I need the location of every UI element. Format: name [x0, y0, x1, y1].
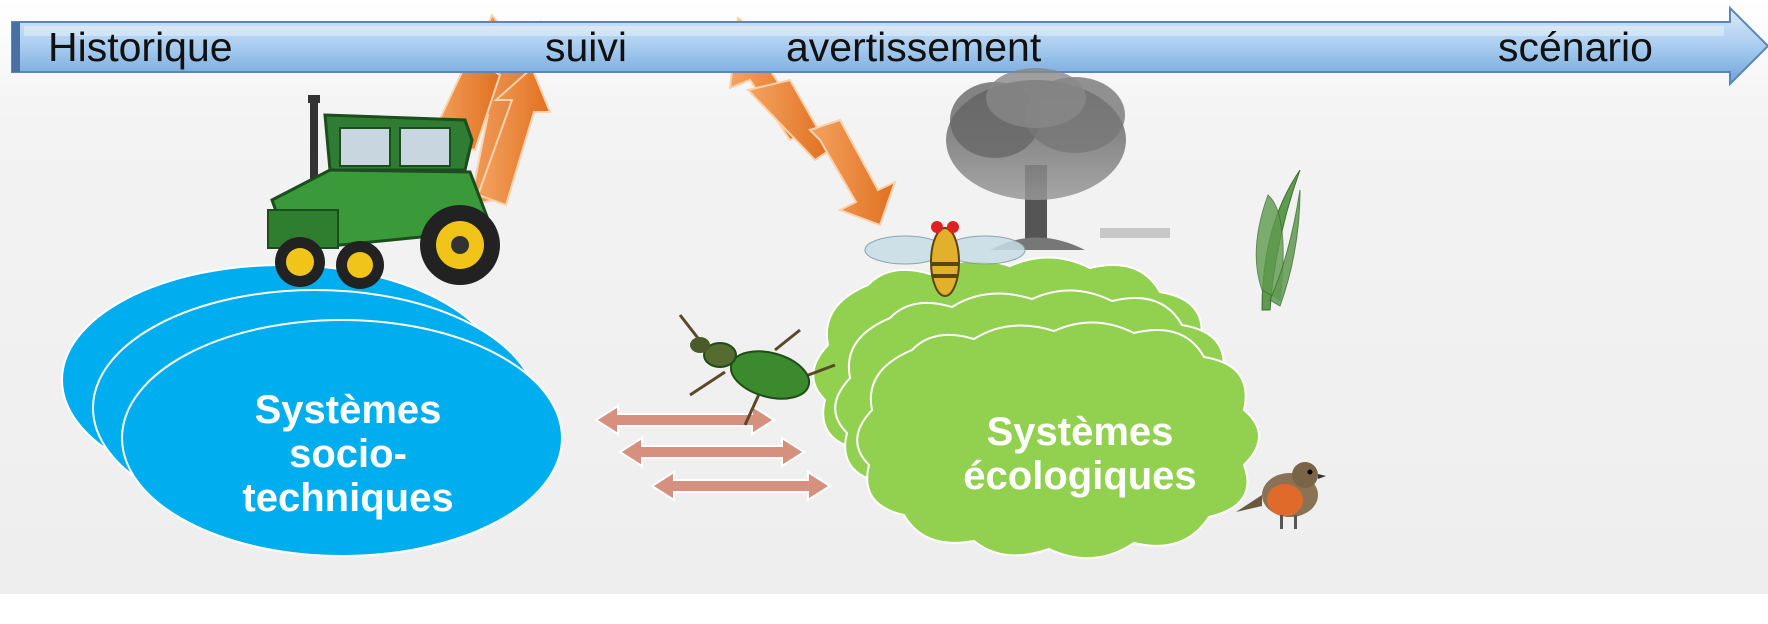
fern-icon: [1255, 169, 1301, 311]
exchange-arrows: [594, 404, 832, 502]
diagram-canvas: Historique suivi avertissement scénario …: [0, 0, 1768, 594]
tree-icon: [946, 68, 1170, 250]
fly-icon: [864, 221, 1026, 297]
ecological-system-label: Systèmes écologiques: [963, 410, 1197, 498]
socio-technical-system-shape: [61, 264, 563, 557]
timeline-label-scenario: scénario: [1498, 24, 1653, 70]
tractor-icon: [267, 95, 500, 289]
timeline-label-historique: Historique: [48, 24, 233, 70]
timeline-label-suivi: suivi: [545, 24, 628, 70]
exchange-arrow-3: [650, 470, 832, 502]
diagram-shapes: [11, 5, 1768, 560]
robin-icon: [1236, 462, 1326, 529]
exchange-arrow-1: [594, 404, 776, 436]
socio-technical-system-label: Systèmes socio-techniques: [242, 388, 454, 520]
timeline-arrow: [11, 5, 1768, 87]
timeline-label-avertissement: avertissement: [786, 24, 1042, 70]
ecological-system-shape: [812, 256, 1260, 560]
exchange-arrow-2: [618, 436, 806, 468]
beetle-icon: [678, 314, 836, 426]
